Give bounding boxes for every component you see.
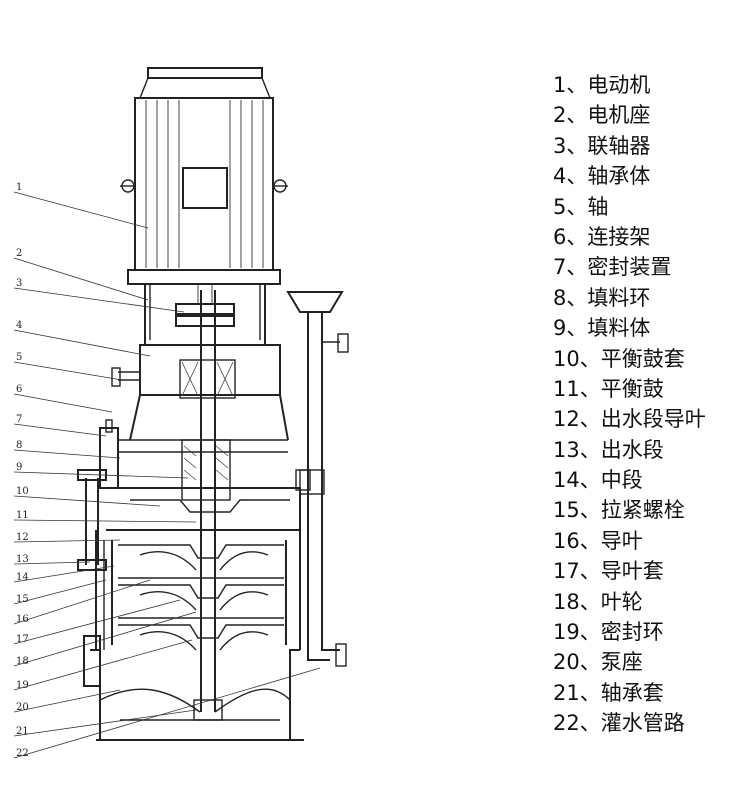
callout-8: 8 [16, 440, 22, 451]
callout-7: 7 [16, 414, 22, 425]
callout-17: 17 [16, 634, 29, 645]
legend-item: 13、出水段 [553, 437, 664, 462]
callout-3: 3 [16, 278, 22, 289]
callout-22: 22 [16, 748, 29, 759]
callout-12: 12 [16, 532, 29, 543]
discharge-section [77, 469, 301, 571]
callout-11: 11 [16, 510, 29, 521]
shaft [200, 290, 216, 712]
motor [120, 67, 288, 285]
parts-legend: 1、电动机 2、电机座 3、联轴器 4、轴承体 5、轴 6、连接架 7、密封装置… [553, 70, 745, 739]
legend-item: 10、平衡鼓套 [553, 346, 685, 371]
legend-item: 16、导叶 [553, 528, 643, 553]
pump-stages [95, 530, 301, 651]
priming-pipe [286, 291, 349, 667]
connecting-frame [99, 394, 289, 501]
callouts: 1 2 3 4 5 6 7 8 9 10 11 12 13 1 [13, 182, 321, 759]
pump-base [83, 635, 304, 741]
legend-item: 7、密封装置 [553, 255, 672, 280]
legend-item: 12、出水段导叶 [553, 407, 706, 432]
callout-19: 19 [16, 680, 29, 691]
legend-item: 5、轴 [553, 194, 609, 219]
callout-2: 2 [16, 248, 22, 259]
callout-9: 9 [16, 462, 22, 473]
motor-seat [144, 284, 266, 345]
callout-14: 14 [16, 572, 29, 583]
legend-item: 19、密封环 [553, 620, 664, 645]
legend-item: 14、中段 [553, 468, 643, 493]
legend-item: 2、电机座 [553, 103, 651, 128]
callout-15: 15 [16, 594, 29, 605]
legend-item: 6、连接架 [553, 224, 651, 249]
legend-item: 22、灌水管路 [553, 711, 685, 736]
legend-item: 21、轴承套 [553, 680, 664, 705]
callout-6: 6 [16, 384, 22, 395]
legend-item: 1、电动机 [553, 73, 651, 97]
legend-item: 17、导叶套 [553, 559, 664, 584]
callout-21: 21 [16, 726, 29, 737]
legend-item: 4、轴承体 [553, 164, 651, 189]
callout-5: 5 [16, 352, 22, 363]
legend-item: 15、拉紧螺栓 [553, 498, 685, 523]
legend-item: 11、平衡鼓 [553, 376, 664, 401]
legend-item: 9、填料体 [553, 316, 651, 341]
callout-16: 16 [16, 614, 29, 625]
callout-13: 13 [16, 554, 29, 565]
callout-4: 4 [16, 320, 22, 331]
legend-item: 18、叶轮 [553, 589, 643, 614]
callout-1: 1 [16, 182, 22, 193]
pump-cross-section-drawing: 1 2 3 4 5 6 7 8 9 10 11 12 13 1 [13, 67, 349, 759]
legend-item: 8、填料环 [553, 285, 651, 310]
legend-item: 3、联轴器 [553, 133, 651, 158]
legend-item: 20、泵座 [553, 650, 643, 675]
callout-20: 20 [16, 702, 29, 713]
callout-18: 18 [16, 656, 29, 667]
bearing-body [111, 344, 281, 399]
callout-10: 10 [16, 486, 29, 497]
